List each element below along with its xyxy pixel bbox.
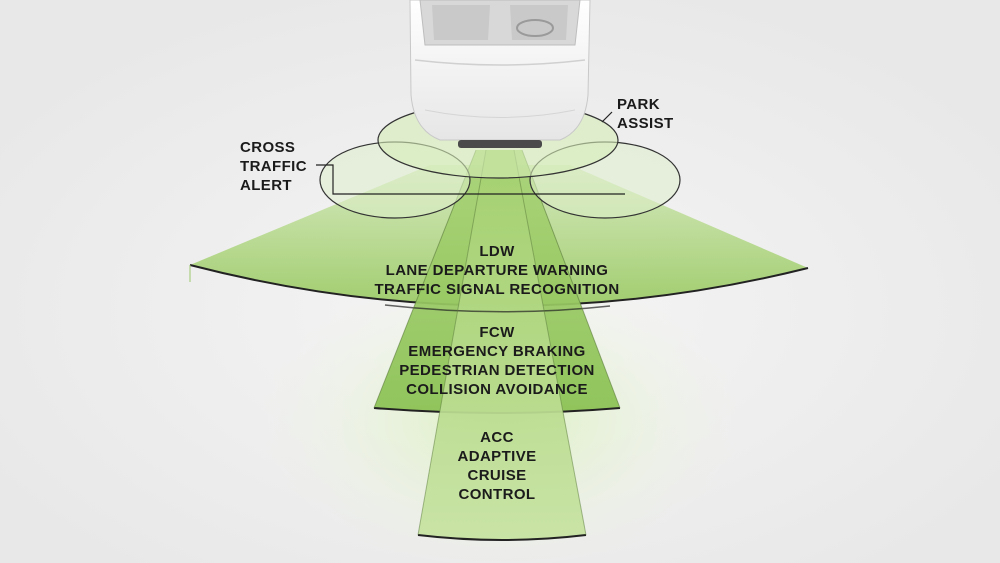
park-assist-line-2: ASSIST — [617, 115, 674, 132]
fcw-line-1: FCW — [479, 324, 515, 341]
cross-traffic-line-2: TRAFFIC — [240, 158, 307, 175]
park-assist-label: PARK ASSIST — [617, 95, 674, 133]
cross-traffic-line-1: CROSS — [240, 139, 296, 156]
fcw-label: FCW EMERGENCY BRAKING PEDESTRIAN DETECTI… — [399, 323, 595, 399]
cross-traffic-line-3: ALERT — [240, 177, 292, 194]
park-assist-leader — [601, 111, 613, 123]
acc-zone — [418, 150, 586, 540]
acc-line-2: ADAPTIVE — [457, 448, 537, 465]
ldw-line-1: LDW — [479, 243, 515, 260]
acc-line-4: CONTROL — [458, 486, 536, 503]
acc-divider-left — [417, 149, 487, 536]
ldw-line-2: LANE DEPARTURE WARNING — [385, 262, 609, 279]
acc-label: ACC ADAPTIVE CRUISE CONTROL — [457, 428, 536, 504]
fcw-line-3: PEDESTRIAN DETECTION — [399, 362, 595, 379]
fcw-line-2: EMERGENCY BRAKING — [408, 343, 586, 360]
acc-line-1: ACC — [480, 429, 514, 446]
acc-zone-arc — [417, 534, 587, 541]
acc-divider-right — [513, 149, 587, 536]
cross-traffic-leader — [316, 164, 625, 195]
cross-traffic-alert-label: CROSS TRAFFIC ALERT — [240, 138, 307, 195]
acc-line-3: CRUISE — [467, 467, 527, 484]
ldw-label: LDW LANE DEPARTURE WARNING TRAFFIC SIGNA… — [374, 242, 619, 299]
park-assist-line-1: PARK — [617, 96, 660, 113]
fcw-line-4: COLLISION AVOIDANCE — [406, 381, 588, 398]
car-top-view-icon — [409, 0, 591, 148]
ldw-line-3: TRAFFIC SIGNAL RECOGNITION — [374, 281, 620, 298]
